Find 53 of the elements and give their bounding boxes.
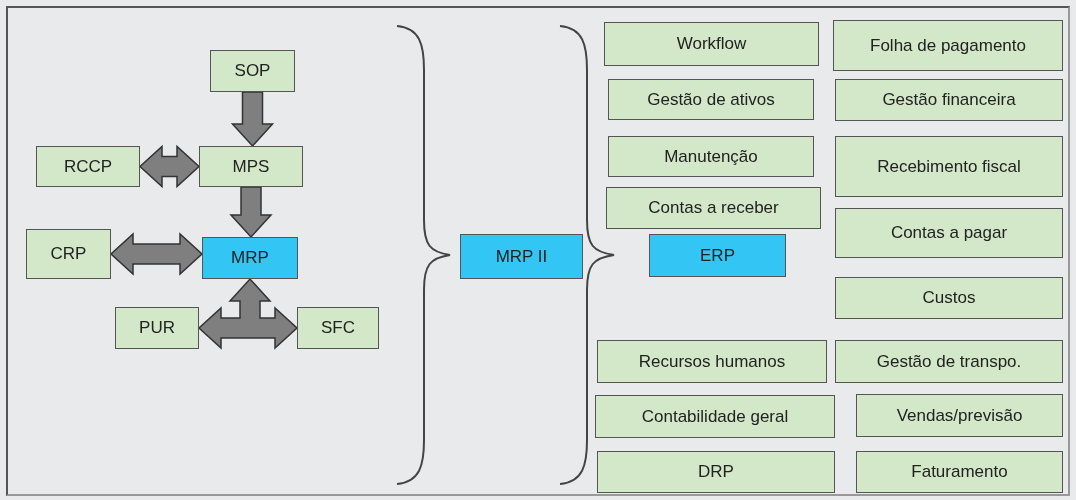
box-label: Faturamento: [911, 462, 1008, 482]
process-box: [26, 229, 111, 279]
box-label: RCCP: [63, 156, 113, 177]
process-box: [36, 146, 140, 187]
block-arrow: [229, 186, 273, 239]
process-box: [606, 187, 821, 229]
process-box: [210, 50, 295, 92]
process-box: [856, 451, 1063, 493]
process-box: [856, 394, 1063, 437]
process-box: [608, 79, 814, 120]
box-label: Folha de pagamento: [870, 35, 1026, 56]
process-box: [595, 395, 835, 438]
process-box: [199, 146, 303, 187]
box-label: Manutenção: [664, 146, 758, 167]
highlighted-box: [649, 234, 786, 277]
process-box: [597, 451, 835, 493]
highlighted-box: [202, 237, 298, 279]
process-box: [835, 79, 1063, 121]
box-label: Gestão de ativos: [647, 89, 775, 110]
process-box: [115, 307, 199, 349]
block-arrow: [230, 91, 275, 148]
process-box: [835, 136, 1063, 197]
block-arrow: [109, 232, 204, 276]
process-box: [835, 208, 1063, 258]
process-box: [833, 20, 1063, 71]
box-label: Gestão financeira: [882, 90, 1016, 110]
box-label: CRP: [50, 244, 87, 264]
process-box: [297, 307, 379, 349]
t-junction-arrow: [197, 277, 299, 350]
box-label: MRP: [231, 248, 269, 268]
box-label: Contas a pagar: [890, 223, 1008, 243]
process-box: [604, 22, 819, 66]
process-box: [597, 340, 827, 383]
box-label: Recursos humanos: [638, 351, 786, 372]
box-label: Vendas/previsão: [896, 405, 1023, 426]
process-box: [835, 340, 1063, 383]
box-label: Workflow: [676, 34, 747, 54]
box-label: Contabilidade geral: [641, 406, 789, 427]
box-label: SFC: [321, 318, 355, 338]
box-label: Gestão de transpo.: [876, 351, 1022, 372]
box-label: Custos: [922, 288, 976, 308]
box-label: PUR: [139, 318, 175, 338]
box-label: MPS: [232, 156, 270, 177]
box-label: SOP: [234, 61, 271, 81]
box-label: Contas a receber: [648, 198, 779, 218]
process-box: [835, 277, 1063, 319]
box-label: Recebimento fiscal: [877, 156, 1021, 177]
box-label: MRP II: [495, 246, 548, 267]
box-label: ERP: [700, 245, 735, 266]
box-label: DRP: [698, 462, 734, 482]
process-box: [608, 136, 814, 177]
highlighted-box: [460, 234, 583, 279]
block-arrow: [138, 144, 201, 189]
